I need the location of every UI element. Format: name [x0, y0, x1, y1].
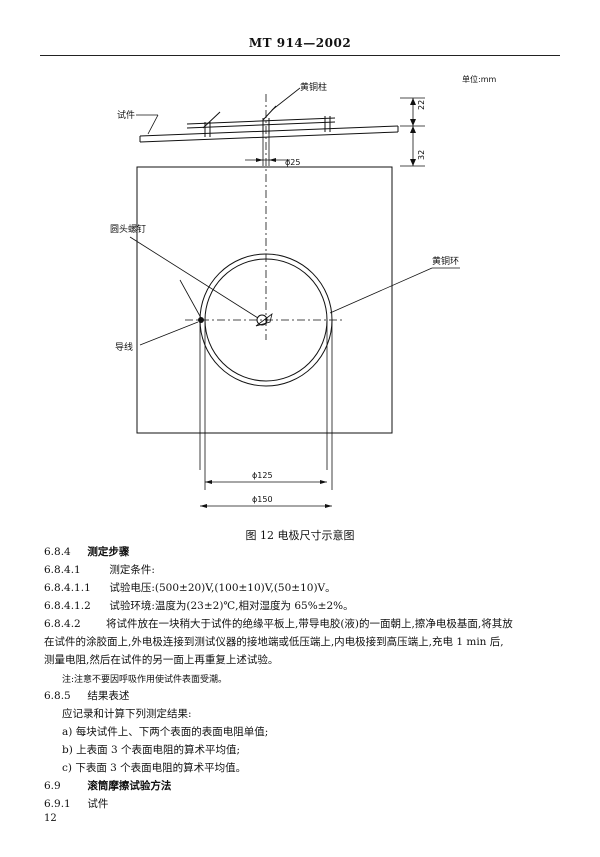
section-title: 测定步骤	[87, 546, 130, 558]
result-item-a: a) 每块试件上、下两个表面的表面电阻单值;	[62, 726, 269, 738]
section-6-8-4-1-1: 6.8.4.1.1 试验电压:(500±20)V,(100±10)V,(50±1…	[44, 580, 336, 596]
unit-label: 单位:mm	[462, 74, 496, 84]
section-text: 测定条件:	[109, 564, 155, 576]
procedure-paragraph: 6.8.4.2 将试件放在一块稍大于试件的绝缘平板上,带导电胶(液)的一面朝上,擦…	[44, 615, 556, 669]
section-6-8-5: 6.8.5 结果表述	[44, 688, 129, 704]
dim-phi150: ϕ150	[252, 495, 273, 504]
label-round-head-screw: 圆头螺钉	[110, 224, 146, 235]
section-text: 试验电压:(500±20)V,(100±10)V,(50±10)V。	[109, 582, 336, 594]
upper-electrode-bar	[186, 117, 336, 125]
figure-caption: 图 12 电极尺寸示意图	[245, 529, 355, 542]
section-number: 6.8.4.1.1	[44, 582, 91, 594]
section-number: 6.9	[44, 780, 61, 792]
section-text: 试验环境:温度为(23±2)℃,相对湿度为 65%±2%。	[109, 600, 354, 612]
section-number: 6.8.4.1.2	[44, 600, 91, 612]
header-rule	[40, 55, 560, 56]
section-number: 6.8.4.2	[44, 618, 81, 630]
page-number: 12	[44, 813, 57, 824]
dim-32: 32	[417, 150, 426, 160]
result-item-b: b) 上表面 3 个表面电阻的算术平均值;	[62, 744, 241, 756]
procedure-line-2: 在试件的涂胶面上,外电极连接到测试仪器的接地端或低压端上,内电极接到高压端上,充…	[44, 636, 504, 648]
procedure-line-1: 将试件放在一块稍大于试件的绝缘平板上,带导电胶(液)的一面朝上,擦净电极基面,将…	[106, 618, 513, 630]
section-6-9-1: 6.9.1 试件	[44, 796, 108, 812]
section-6-8-4-1-2: 6.8.4.1.2 试验环境:温度为(23±2)℃,相对湿度为 65%±2%。	[44, 598, 354, 614]
section-6-8-4: 6.8.4 测定步骤	[44, 544, 129, 560]
dim-22: 22	[417, 100, 426, 110]
section-number: 6.8.4	[44, 546, 71, 558]
label-wire: 导线	[115, 341, 133, 353]
section-number: 6.9.1	[44, 798, 71, 810]
section-title: 滚筒摩擦试验方法	[87, 780, 172, 792]
label-specimen: 试件	[117, 109, 135, 121]
procedure-line-3: 测量电阻,然后在试件的另一面上再重复上述试验。	[44, 654, 279, 666]
section-6-8-4-1: 6.8.4.1 测定条件:	[44, 562, 155, 578]
dim-phi125: ϕ125	[252, 471, 273, 480]
document-header: MT 914—2002	[248, 36, 352, 50]
section-number: 6.8.4.1	[44, 564, 81, 576]
label-brass-ring: 黄铜环	[432, 255, 459, 267]
section-6-9: 6.9 滚筒摩擦试验方法	[44, 778, 171, 794]
result-intro: 应记录和计算下列测定结果:	[62, 708, 192, 720]
insulating-plate	[136, 166, 393, 434]
note: 注:注意不要因呼吸作用使试件表面受潮。	[62, 675, 228, 685]
electrode-diagram: 单位:mm 试件 黄铜柱 22 32 ϕ25	[110, 74, 496, 508]
label-brass-post: 黄铜柱	[300, 81, 327, 93]
inner-electrode	[256, 314, 268, 326]
wire	[179, 279, 202, 319]
section-title: 结果表述	[87, 690, 130, 702]
dim-phi25: ϕ25	[285, 158, 300, 167]
section-number: 6.8.5	[44, 690, 71, 702]
result-item-c: c) 下表面 3 个表面电阻的算术平均值。	[62, 762, 247, 774]
section-title: 试件	[87, 798, 109, 810]
